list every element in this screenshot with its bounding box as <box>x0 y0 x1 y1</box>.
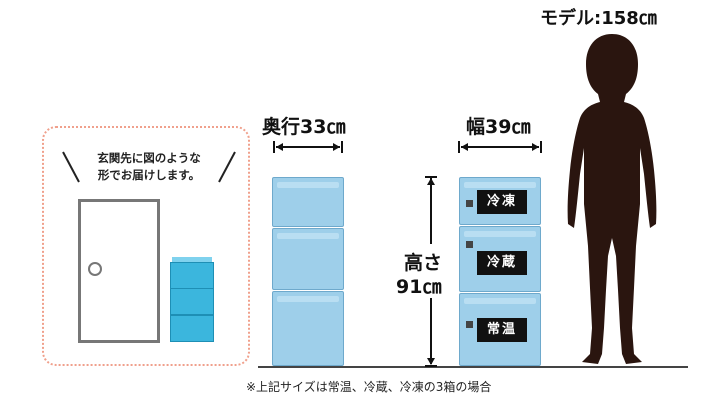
label-frozen: 冷凍 <box>477 190 527 214</box>
qr-code-ambient <box>466 321 473 328</box>
side-cooler-bottom <box>272 291 344 366</box>
front-cooler-frozen: 冷凍 <box>459 177 541 225</box>
depth-arrow-left <box>276 143 283 151</box>
front-cooler-chilled: 冷蔵 <box>459 226 541 292</box>
delivery-callout-frame <box>42 126 250 366</box>
side-cooler-middle <box>272 228 344 290</box>
width-dimension-line <box>461 146 539 148</box>
mini-box-middle <box>170 288 214 315</box>
mini-box-top <box>170 262 214 289</box>
label-chilled: 冷蔵 <box>477 251 527 275</box>
height-label-line-1: 高さ <box>404 252 443 274</box>
side-cooler-top <box>272 177 344 227</box>
depth-label: 奥行33㎝ <box>262 116 346 138</box>
callout-text: 玄関先に図のような 形でお届けします。 <box>84 150 214 184</box>
width-tick-right <box>540 141 542 153</box>
qr-code-chilled <box>466 241 473 248</box>
front-cooler-ambient: 常温 <box>459 293 541 366</box>
depth-arrow-right <box>333 143 340 151</box>
height-dimension-line-upper <box>430 178 432 244</box>
depth-tick-left <box>273 141 275 153</box>
floor-line <box>258 366 688 368</box>
model-height-label: モデル:158㎝ <box>540 8 657 29</box>
width-arrow-left <box>461 143 468 151</box>
width-arrow-right <box>532 143 539 151</box>
mini-box-stack <box>170 257 214 343</box>
label-ambient: 常温 <box>477 318 527 342</box>
mini-box-bottom <box>170 315 214 342</box>
width-tick-left <box>458 141 460 153</box>
width-label: 幅39㎝ <box>466 116 531 138</box>
mini-box-lid <box>172 257 212 262</box>
depth-dimension-line <box>276 146 340 148</box>
person-silhouette <box>567 34 657 364</box>
callout-line-1: 玄関先に図のような <box>97 151 201 165</box>
door-knob <box>88 262 102 276</box>
height-tick-top <box>425 176 437 178</box>
height-arrow-down <box>427 358 435 365</box>
height-label-line-2: 91㎝ <box>396 276 442 298</box>
qr-code-frozen <box>466 200 473 207</box>
height-tick-bottom <box>425 365 437 367</box>
height-dimension-line-lower <box>430 298 432 364</box>
size-footnote: ※上記サイズは常温、冷蔵、冷凍の3箱の場合 <box>246 380 492 394</box>
callout-line-2: 形でお届けします。 <box>97 168 201 182</box>
depth-tick-right <box>341 141 343 153</box>
height-arrow-up <box>427 178 435 185</box>
